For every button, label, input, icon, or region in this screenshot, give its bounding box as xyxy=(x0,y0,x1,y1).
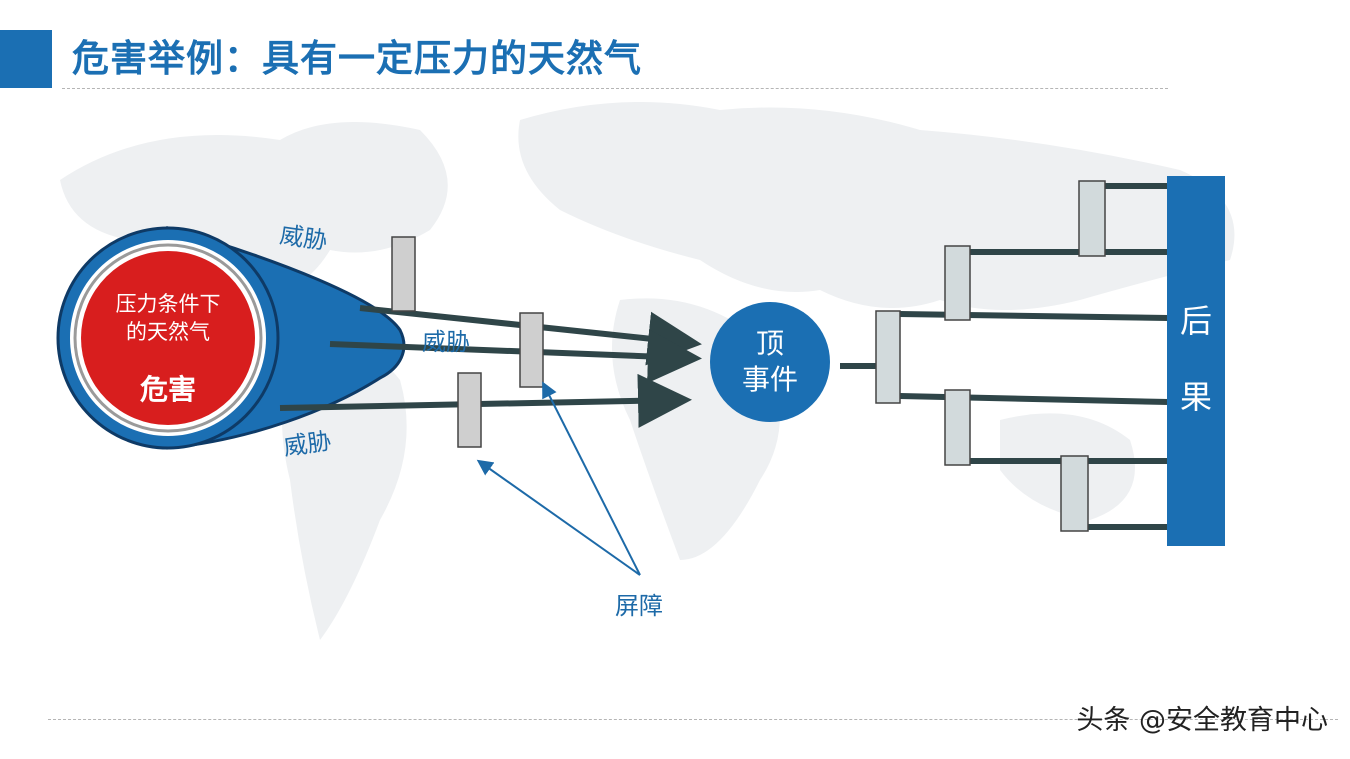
barrier-pointer-1 xyxy=(476,459,641,576)
mitigation-barrier-3 xyxy=(1078,180,1106,257)
threat-label-3: 威胁 xyxy=(281,426,334,462)
mitigation-barrier-4 xyxy=(944,389,971,466)
conseq-line-upper-branch xyxy=(899,311,1169,321)
hazard-gray-ring xyxy=(73,243,263,433)
hazard-label: 危害 xyxy=(139,373,196,406)
conseq-line-lower-branch xyxy=(899,393,1169,405)
title-accent-bar xyxy=(0,30,52,88)
hazard-subtitle-line2: 的天然气 xyxy=(126,320,210,344)
top-event-line1: 顶 xyxy=(755,327,784,360)
hazard-subtitle-line1: 压力条件下 xyxy=(115,292,221,316)
mitigation-barrier-2 xyxy=(944,245,971,321)
barrier-label: 屏障 xyxy=(615,592,663,620)
threat-label-2: 威胁 xyxy=(422,328,470,356)
consequence-char-2: 果 xyxy=(1179,378,1212,416)
top-event-line2: 事件 xyxy=(741,363,798,396)
barrier-threat-2 xyxy=(519,312,544,388)
mitigation-barrier-1 xyxy=(875,310,901,404)
barrier-pointer-2 xyxy=(542,381,641,576)
threat-label-1: 威胁 xyxy=(277,220,330,256)
top-event-label: 顶 事件 xyxy=(710,326,830,398)
title-divider xyxy=(62,88,1168,89)
hazard-subtitle: 压力条件下 的天然气 xyxy=(98,290,238,346)
mitigation-barrier-5 xyxy=(1060,455,1089,532)
barrier-threat-3 xyxy=(457,372,482,448)
barrier-threat-1 xyxy=(391,236,416,312)
consequence-bar xyxy=(1167,176,1225,546)
footer-divider xyxy=(48,719,1338,720)
threat-line-2 xyxy=(329,329,702,384)
page-title: 危害举例：具有一定压力的天然气 xyxy=(72,37,642,80)
consequence-char-1: 后 xyxy=(1179,302,1212,340)
top-event-circle xyxy=(710,302,830,422)
watermark: 头条 @安全教育中心 xyxy=(1076,705,1328,736)
hazard-core xyxy=(81,251,255,425)
